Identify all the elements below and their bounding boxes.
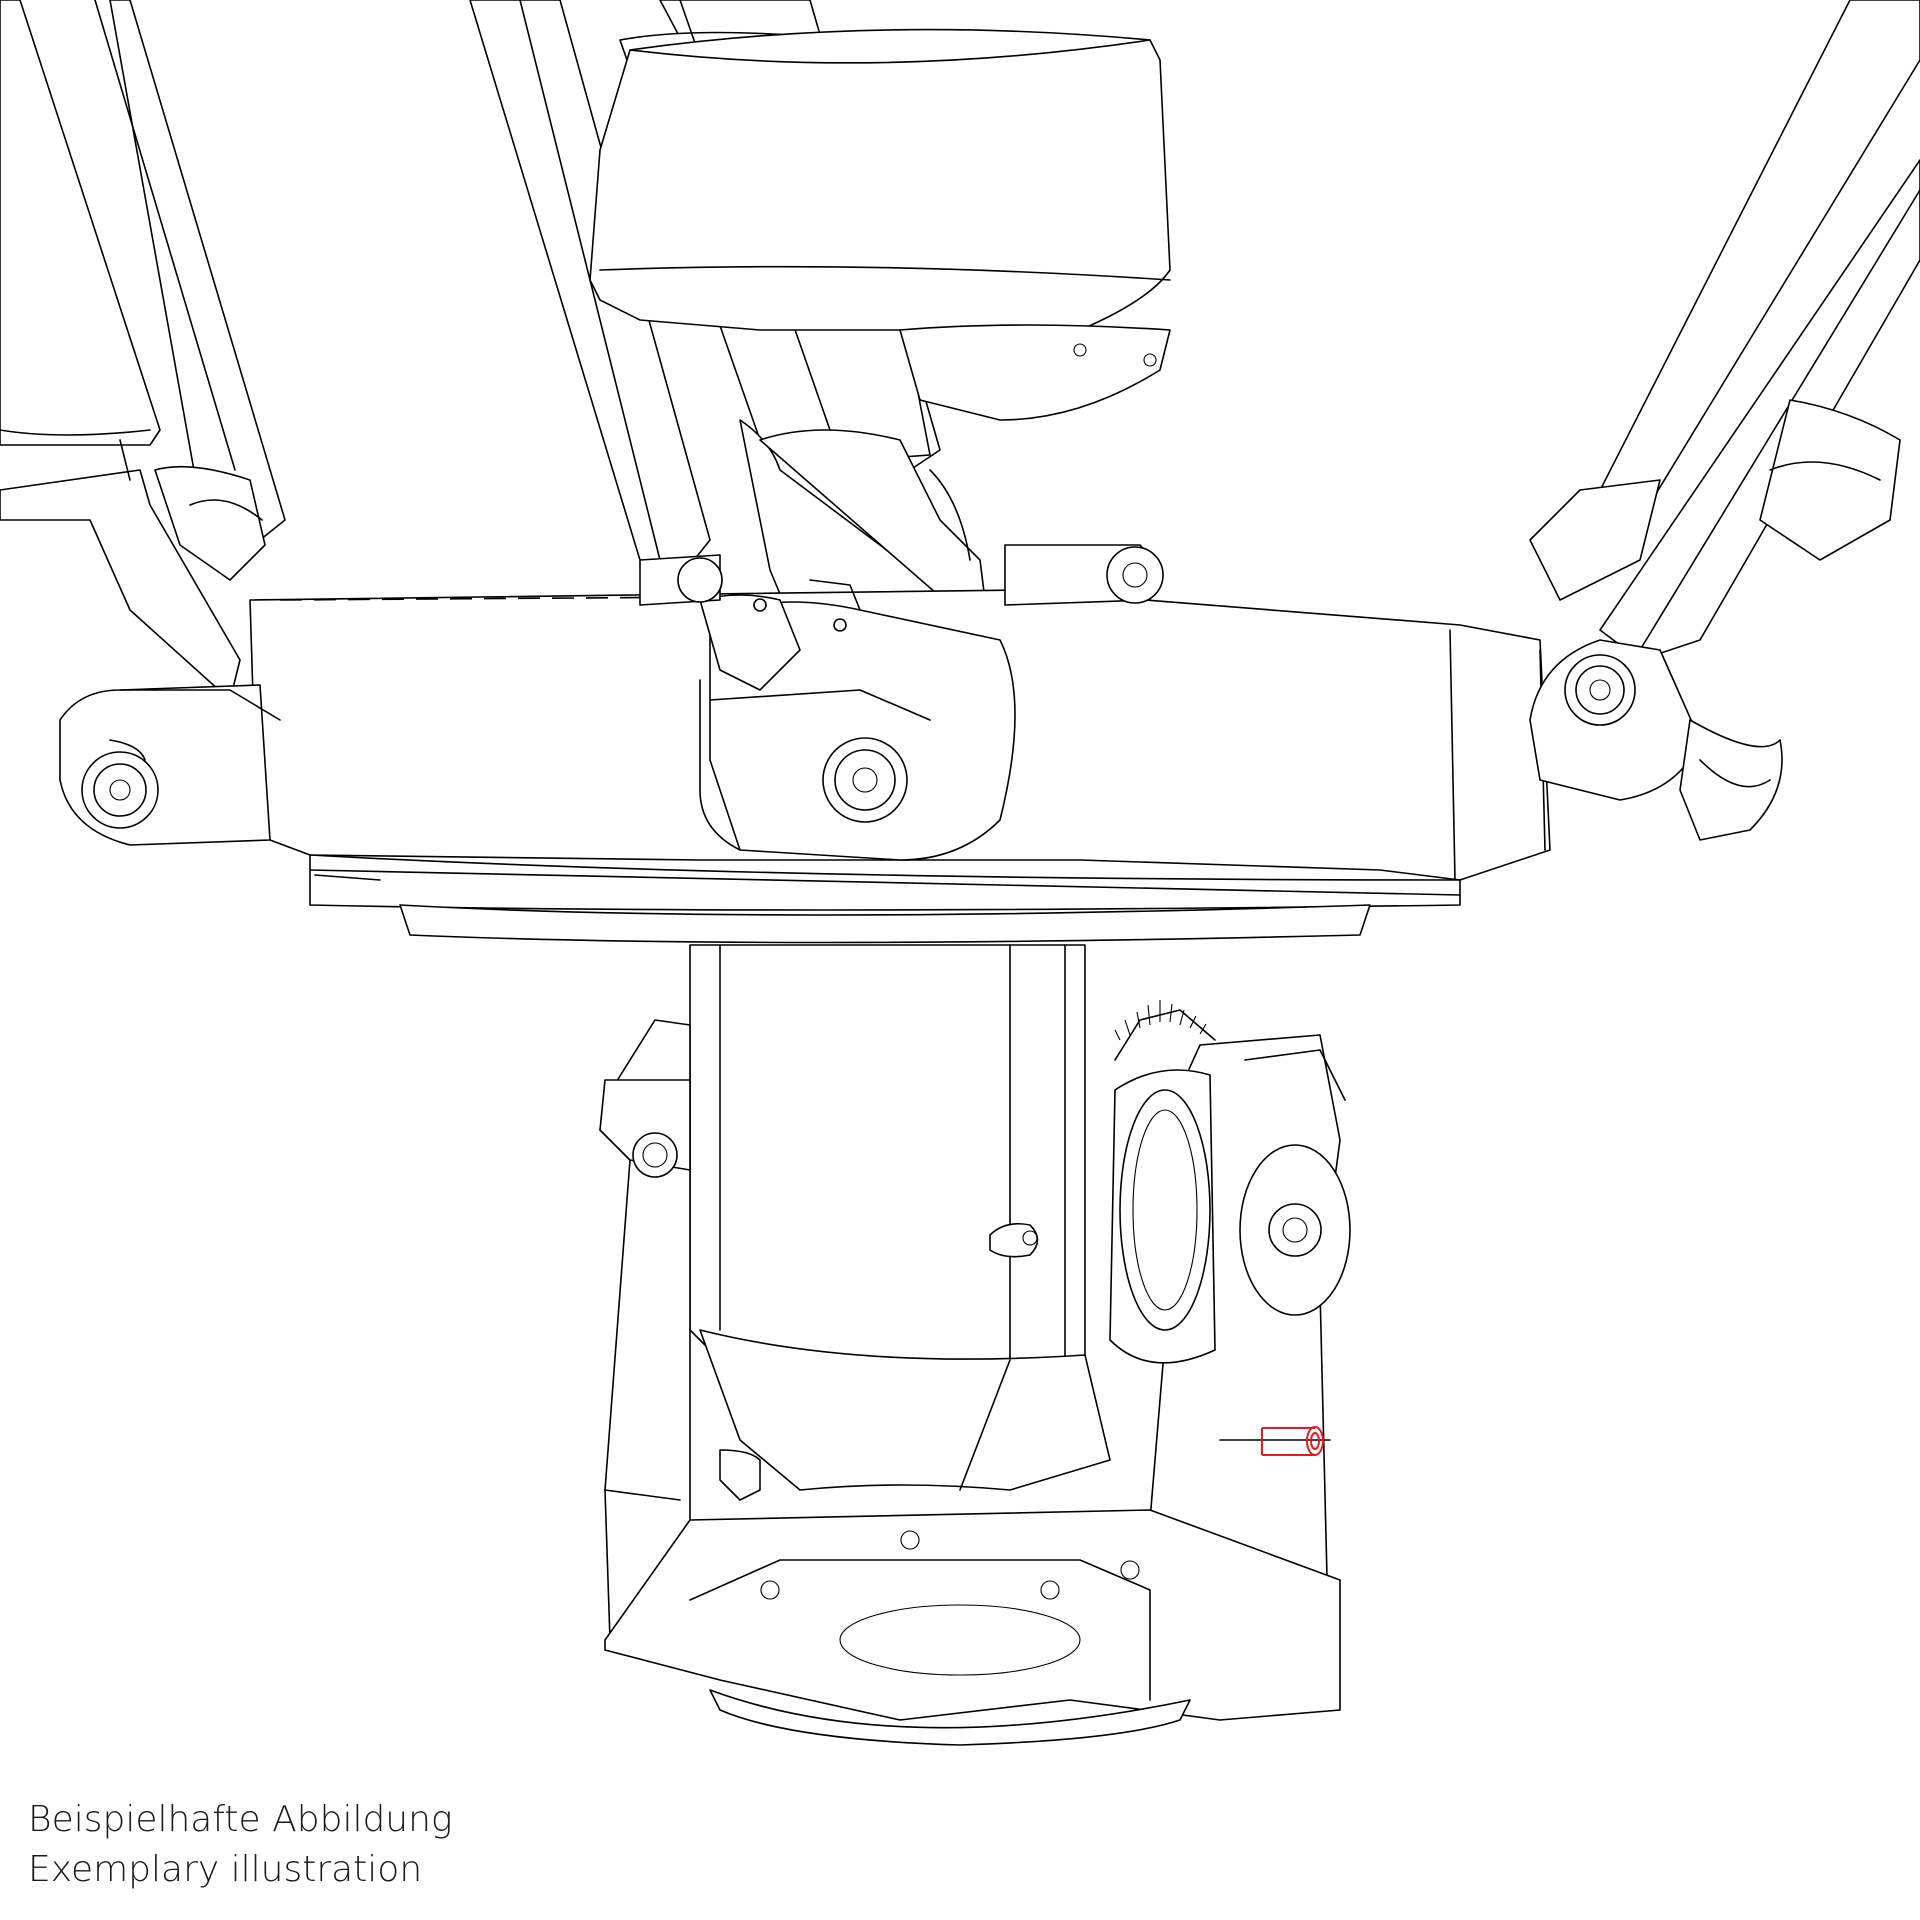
- left-parallel-arm: [0, 0, 286, 701]
- rotary-bearing: [1109, 1000, 1216, 1364]
- top-drive-cylinder: [589, 28, 1171, 421]
- caption-english: Exemplary illustration: [28, 1849, 423, 1890]
- caption-german: Beispielhafte Abbildung: [28, 1799, 453, 1840]
- right-parallel-arm: [1529, 0, 1920, 661]
- mounting-base: [604, 1509, 1341, 1746]
- vertical-column: [689, 944, 1086, 1381]
- figure-caption: Beispielhafte Abbildung Exemplary illust…: [28, 1795, 453, 1895]
- tool-flange-housing: [699, 1329, 1111, 1501]
- center-joint-clevis: [699, 579, 1016, 861]
- left-joint-clevis: [59, 684, 281, 846]
- left-bracket: [599, 1019, 691, 1671]
- right-joint-clevis: [1529, 639, 1783, 841]
- red-highlighted-pin: [1261, 1426, 1324, 1456]
- pin-joint-center-top: [639, 544, 1164, 606]
